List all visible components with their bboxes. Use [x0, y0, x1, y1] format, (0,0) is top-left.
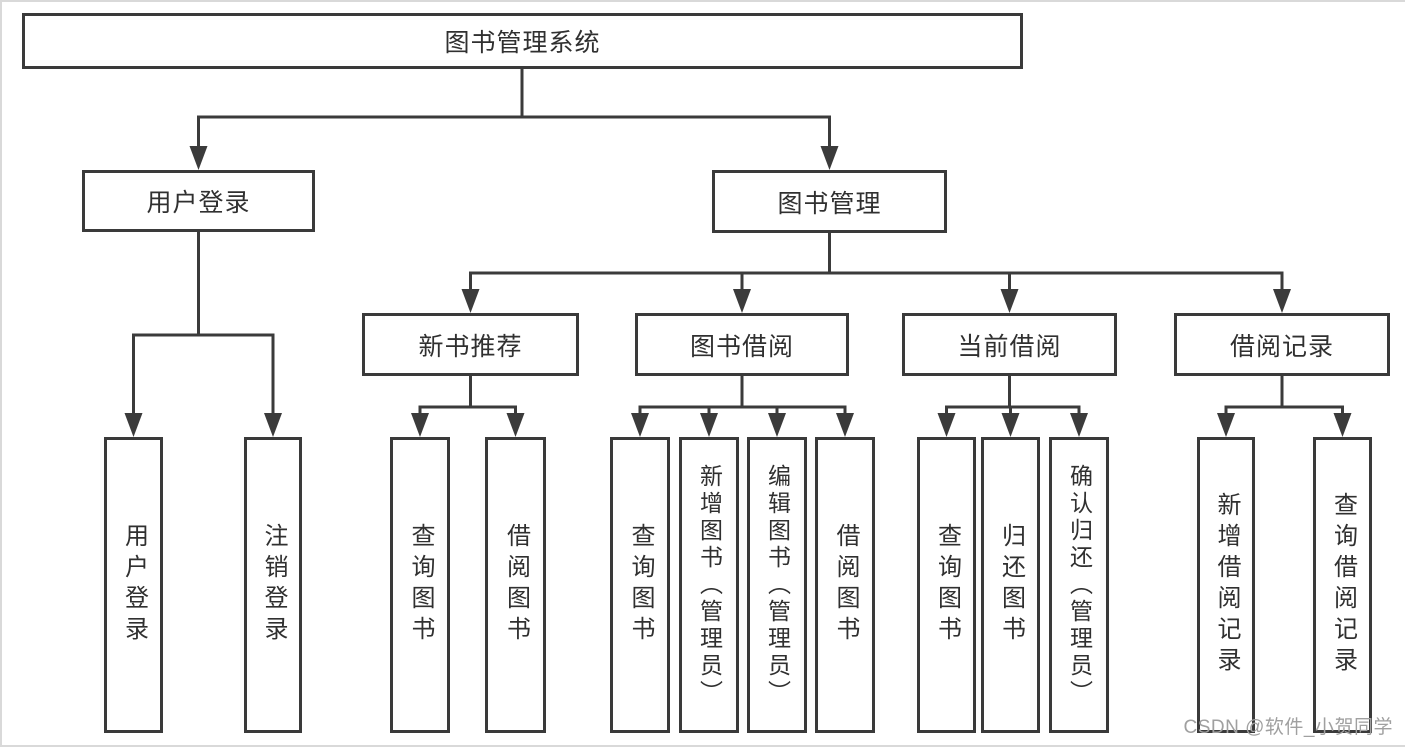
arrowhead-down-icon [1001, 413, 1020, 437]
arrowhead-down-icon [820, 146, 839, 170]
arrowhead-down-icon [461, 289, 480, 313]
leaf-edit-book-admin: 编辑图书（管理员） [747, 437, 807, 733]
arrowhead-down-icon [189, 146, 208, 170]
leaf-return-book: 归还图书 [981, 437, 1040, 733]
connector-user-login-children [124, 232, 282, 437]
leaf-logout: 注销登录 [244, 437, 302, 733]
arrowhead-down-icon [1070, 413, 1088, 437]
image-edge-top [0, 0, 1405, 2]
node-book-mgmt: 图书管理 [712, 170, 947, 233]
arrowhead-down-icon [733, 289, 751, 313]
arrowhead-down-icon [1000, 289, 1019, 313]
leaf-add-book-admin: 新增图书（管理员） [679, 437, 739, 733]
arrowhead-down-icon [1333, 413, 1352, 437]
arrowhead-down-icon [411, 413, 429, 437]
arrowhead-down-icon [768, 413, 786, 437]
node-borrow-records: 借阅记录 [1174, 313, 1390, 376]
arrowhead-down-icon [836, 413, 854, 437]
arrowhead-down-icon [700, 413, 718, 437]
arrowhead-down-icon [264, 413, 282, 437]
arrowhead-down-icon [506, 413, 525, 437]
connector-book-borrow-children [631, 376, 854, 437]
image-edge-bottom [0, 745, 1405, 747]
node-book-borrow: 图书借阅 [635, 313, 849, 376]
arrowhead-down-icon [937, 413, 956, 437]
leaf-query-books-current: 查询图书 [917, 437, 976, 733]
leaf-confirm-return-admin: 确认归还（管理员） [1049, 437, 1109, 733]
leaf-user-login: 用户登录 [104, 437, 163, 733]
leaf-query-books-borrow: 查询图书 [610, 437, 670, 733]
arrowhead-down-icon [631, 413, 649, 437]
leaf-query-books-recommend: 查询图书 [390, 437, 450, 733]
connector-new-book-children [411, 376, 525, 437]
leaf-borrow-books-borrow: 借阅图书 [815, 437, 875, 733]
connector-root-to-level2 [189, 69, 839, 170]
csdn-watermark: CSDN @软件_小贺同学 [1183, 717, 1393, 738]
leaf-borrow-books-recommend: 借阅图书 [485, 437, 546, 733]
node-user-login: 用户登录 [82, 170, 315, 232]
arrowhead-down-icon [124, 413, 143, 437]
node-current-borrow: 当前借阅 [902, 313, 1117, 376]
connector-book-mgmt-to-level3 [461, 233, 1291, 313]
leaf-query-borrow-record: 查询借阅记录 [1313, 437, 1372, 733]
connector-current-borrow-children [937, 376, 1088, 437]
arrowhead-down-icon [1273, 289, 1291, 313]
node-root: 图书管理系统 [22, 13, 1023, 69]
connector-borrow-records-children [1217, 376, 1352, 437]
leaf-add-borrow-record: 新增借阅记录 [1197, 437, 1255, 733]
node-new-book-recommend: 新书推荐 [362, 313, 579, 376]
arrowhead-down-icon [1217, 413, 1235, 437]
image-edge-left [0, 0, 2, 747]
